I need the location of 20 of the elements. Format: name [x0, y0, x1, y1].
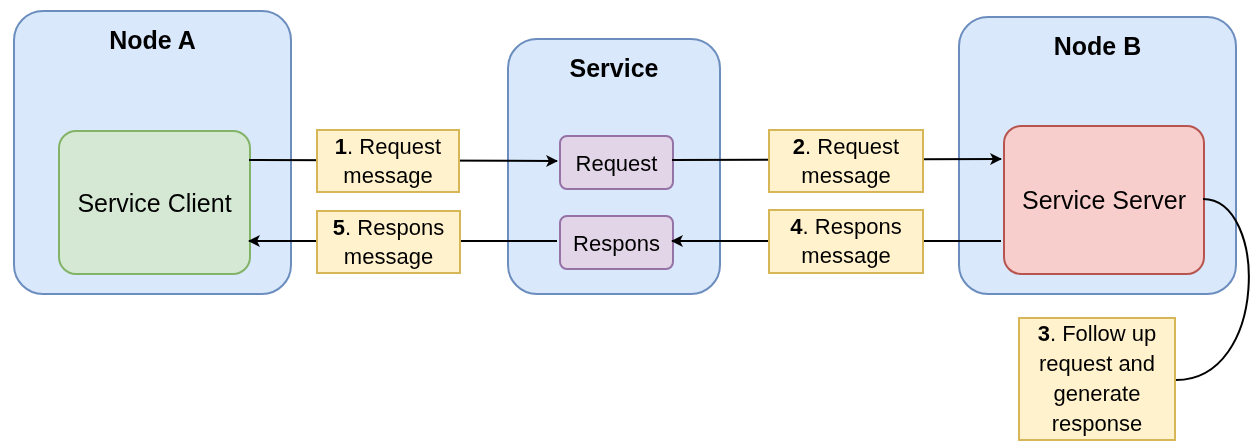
box-label: Respons — [572, 229, 661, 258]
container-title: Node A — [108, 26, 197, 55]
container-title: Service — [568, 54, 660, 83]
client-box — [58, 130, 251, 275]
step-note: 3. Follow up request and generate response — [1036, 320, 1158, 438]
node-container — [958, 16, 1237, 295]
box-label: Request — [574, 149, 659, 178]
request-box — [559, 135, 674, 190]
container-title: Node B — [1052, 32, 1143, 61]
edge-label: 5. Respons message — [316, 210, 461, 274]
response-box — [559, 215, 674, 270]
service-container — [507, 38, 721, 295]
box-label: Service Server — [1021, 184, 1187, 216]
server-box — [1003, 125, 1205, 275]
note-box — [1018, 317, 1176, 441]
edge-label: 4. Respons message — [768, 209, 924, 274]
edge-label: 1. Request message — [316, 129, 460, 193]
edge-label: 2. Request message — [768, 129, 924, 193]
node-container — [13, 10, 292, 295]
box-label: Service Client — [76, 187, 233, 218]
